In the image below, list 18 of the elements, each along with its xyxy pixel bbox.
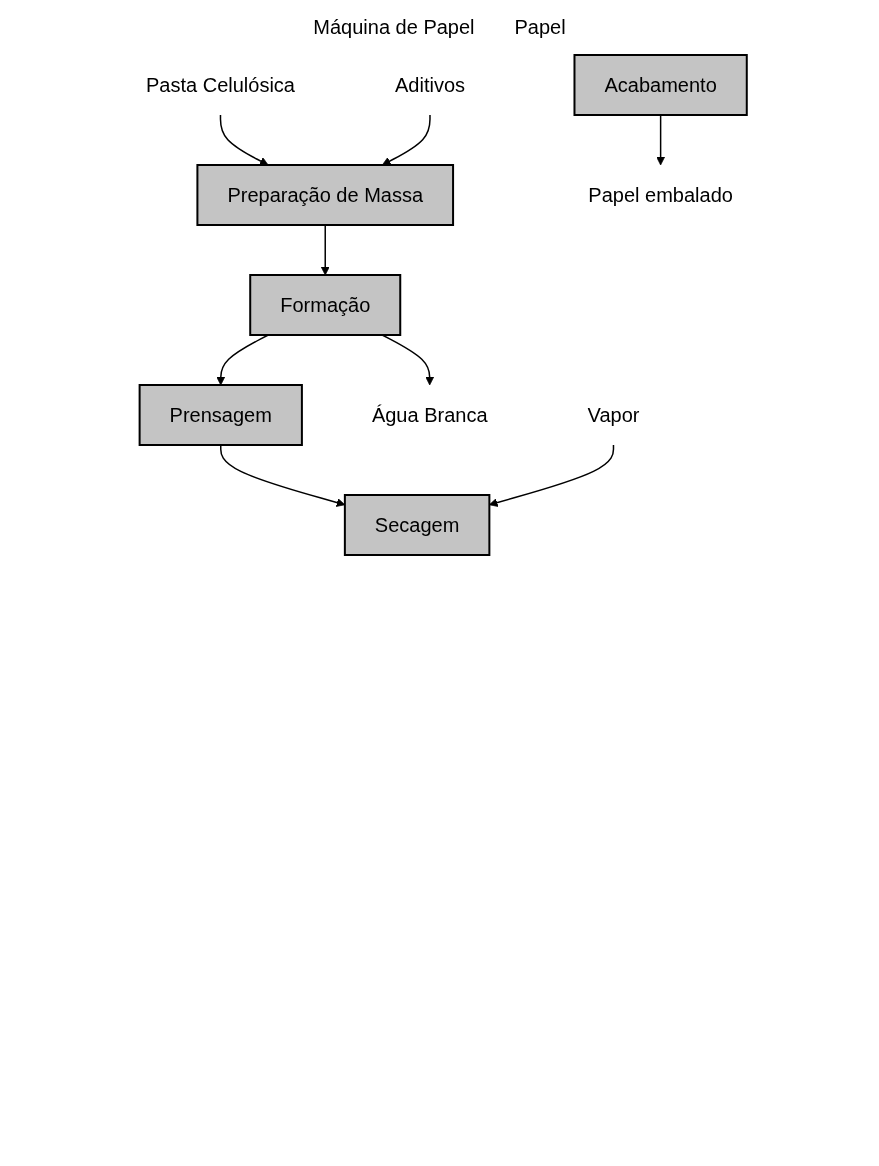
node-text: Vapor xyxy=(587,404,640,426)
node-box: Formação xyxy=(249,274,402,336)
arrow xyxy=(219,114,269,166)
diagram-label: Máquina de Papel xyxy=(313,16,475,39)
node-text: Água Branca xyxy=(371,404,488,426)
node-text: Aditivos xyxy=(395,74,466,96)
node-box: Secagem xyxy=(343,494,491,556)
diagram-label: Papel xyxy=(514,16,566,39)
node-box: Preparação de Massa xyxy=(196,164,455,226)
node-box: Acabamento xyxy=(573,54,748,116)
arrow xyxy=(381,334,435,386)
arrow xyxy=(489,444,615,507)
arrow xyxy=(382,114,431,166)
node-text: Pasta Celulósica xyxy=(146,74,296,96)
arrow xyxy=(320,224,330,276)
node-box: Prensagem xyxy=(138,384,303,446)
arrow xyxy=(656,114,666,166)
node-text: Papel embalado xyxy=(588,184,733,206)
